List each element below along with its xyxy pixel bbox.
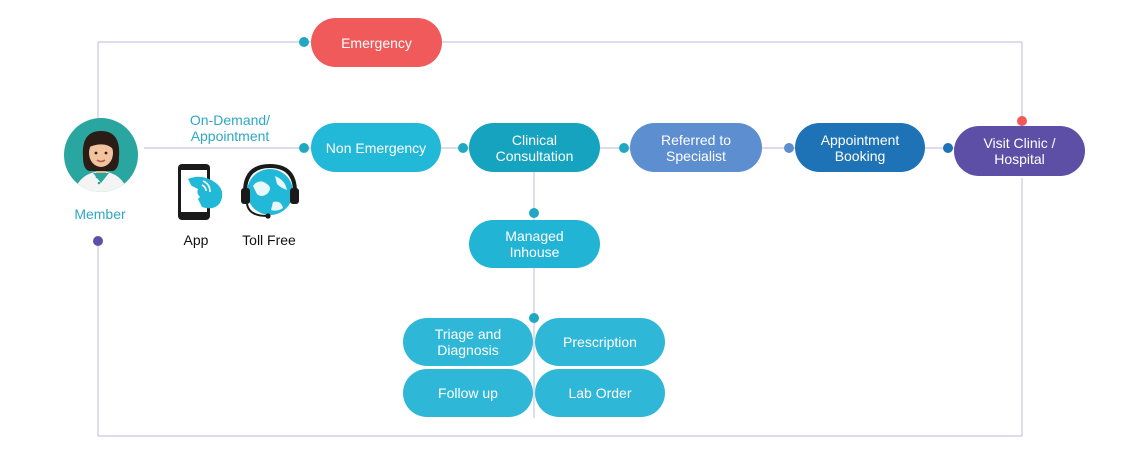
prescription-node[interactable]: Prescription bbox=[535, 318, 665, 366]
channel-caption: On-Demand/ Appointment bbox=[189, 112, 271, 144]
connector-dot bbox=[943, 143, 953, 153]
lab-order-node[interactable]: Lab Order bbox=[535, 369, 665, 417]
clinical-consultation-node[interactable]: Clinical Consultation bbox=[469, 123, 600, 172]
follow-up-node[interactable]: Follow up bbox=[403, 369, 533, 417]
smartphone-icon bbox=[178, 164, 223, 220]
app-label: App bbox=[183, 232, 209, 248]
member-avatar bbox=[63, 117, 139, 193]
connector-dot bbox=[299, 37, 309, 47]
managed-inhouse-node[interactable]: Managed Inhouse bbox=[469, 220, 600, 268]
visit-clinic-node[interactable]: Visit Clinic / Hospital bbox=[954, 126, 1085, 176]
triage-diagnosis-node[interactable]: Triage and Diagnosis bbox=[403, 318, 533, 366]
connector-dot bbox=[458, 143, 468, 153]
member-label: Member bbox=[74, 206, 126, 222]
referred-specialist-node[interactable]: Referred to Specialist bbox=[630, 123, 762, 172]
connector-dot bbox=[619, 143, 629, 153]
connector-dot bbox=[299, 143, 309, 153]
connector-dot bbox=[1017, 116, 1027, 126]
connector-dot bbox=[529, 208, 539, 218]
app-channel[interactable] bbox=[176, 163, 228, 221]
appointment-booking-node[interactable]: Appointment Booking bbox=[795, 123, 925, 172]
toll-free-label: Toll Free bbox=[242, 232, 296, 248]
headset-globe-icon bbox=[241, 163, 299, 219]
avatar-icon bbox=[64, 118, 138, 192]
toll-free-channel[interactable] bbox=[239, 162, 301, 220]
connector-dot bbox=[784, 143, 794, 153]
non-emergency-node[interactable]: Non Emergency bbox=[311, 123, 441, 172]
connector-dot bbox=[93, 236, 103, 246]
emergency-node[interactable]: Emergency bbox=[311, 18, 442, 67]
connector-dot bbox=[529, 313, 539, 323]
